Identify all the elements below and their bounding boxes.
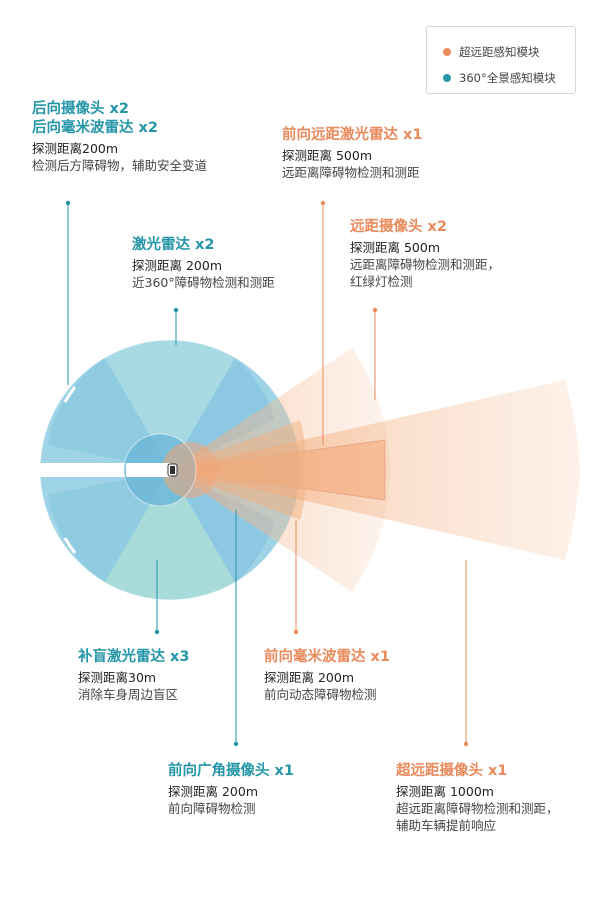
legend-item-surround: 360°全景感知模块 [443,67,575,89]
long-range-camera-desc-2: 红绿灯检测 [350,274,413,290]
long-range-fans [169,348,580,592]
lidar-range: 探测距离 200m [132,257,223,273]
rear-radar-title: 后向毫米波雷达 x2 [32,119,158,136]
legend-dot-orange-icon [443,48,451,56]
lidar-desc: 近360°障碍物检测和测距 [132,275,275,291]
front-mmwave-radar-title: 前向毫米波雷达 x1 [264,649,390,665]
legend-label: 超远距感知模块 [459,45,540,59]
long-range-camera-desc: 远距离障碍物检测和测距， [350,257,501,273]
lidar-label: 激光雷达 x2 探测距离 200m 近360°障碍物检测和测距 [132,236,275,291]
long-range-camera-range: 探测距离 500m [350,239,441,255]
front-mmwave-radar-desc: 前向动态障碍物检测 [264,687,377,703]
rear-desc: 检测后方障碍物，辅助安全变道 [32,157,208,173]
blind-spot-lidar-desc: 消除车身周边盲区 [78,687,179,703]
long-range-camera-label: 远距摄像头 x2 探测距离 500m 远距离障碍物检测和测距， 红绿灯检测 [350,218,500,291]
leader-lines [65,200,469,747]
long-range-camera-title: 远距摄像头 x2 [350,219,447,235]
legend-item-ultra-long: 超远距感知模块 [443,41,575,63]
blind-spot-lidar-label: 补盲激光雷达 x3 探测距离30m 消除车身周边盲区 [78,648,190,703]
truck-icon [126,463,178,477]
ultra-long-camera-range: 探测距离 1000m [396,783,494,799]
legend-dot-teal-icon [443,74,451,82]
front-mmwave-radar-range: 探测距离 200m [264,669,355,685]
blind-spot-lidar-title: 补盲激光雷达 x3 [78,649,190,665]
rear-sensors-label: 后向摄像头 x2 后向毫米波雷达 x2 探测距离200m 检测后方障碍物，辅助安… [32,100,207,174]
ultra-long-camera-label: 超远距摄像头 x1 探测距离 1000m 超远距离障碍物检测和测距， 辅助车辆提… [396,762,559,835]
ultra-long-camera-desc: 超远距离障碍物检测和测距， [396,801,559,817]
front-wide-camera-desc: 前向障碍物检测 [168,801,256,817]
legend-label: 360°全景感知模块 [459,71,556,85]
ultra-long-camera-title: 超远距摄像头 x1 [396,763,508,779]
front-wide-camera-title: 前向广角摄像头 x1 [168,763,294,779]
front-long-lidar-desc: 远距离障碍物检测和测距 [282,165,420,181]
rear-camera-title: 后向摄像头 x2 [32,101,129,117]
front-long-lidar-range: 探测距离 500m [282,147,373,163]
rear-sensor-wedge [38,386,171,554]
lidar-title: 激光雷达 x2 [132,237,215,253]
front-long-lidar-title: 前向远距激光雷达 x1 [282,127,423,143]
front-long-lidar-label: 前向远距激光雷达 x1 探测距离 500m 远距离障碍物检测和测距 [282,126,423,181]
blind-spot-lidar-range: 探测距离30m [78,669,157,685]
legend: 超远距感知模块 360°全景感知模块 [426,26,576,94]
front-wide-camera-range: 探测距离 200m [168,783,259,799]
front-mmwave-radar-label: 前向毫米波雷达 x1 探测距离 200m 前向动态障碍物检测 [264,648,390,703]
front-wide-camera-label: 前向广角摄像头 x1 探测距离 200m 前向障碍物检测 [168,762,294,817]
ultra-long-camera-desc-2: 辅助车辆提前响应 [396,818,497,834]
rear-range: 探测距离200m [32,140,119,156]
